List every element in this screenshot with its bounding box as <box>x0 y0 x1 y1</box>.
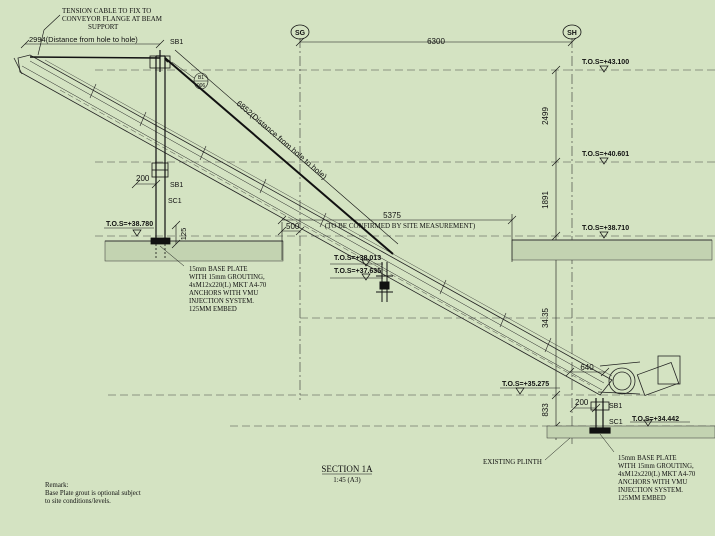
ground-strips <box>104 239 715 439</box>
level-marker-38013: T.O.S=+38.013 <box>330 255 383 267</box>
dim-label-2994: 2994(Distance from hole to hole) <box>29 35 138 44</box>
dim-label-2499: 2499 <box>541 107 550 125</box>
base-right-line-2: WITH 15mm GROUTING, <box>618 463 694 470</box>
base-left-line-4: ANCHORS WITH VMU <box>189 290 258 297</box>
remark-block: Remark: Base Plate grout is optional sub… <box>45 482 142 505</box>
dim-label-640: 640 <box>580 363 594 372</box>
tension-leader <box>37 14 61 56</box>
dim-label-125: 125 <box>179 228 188 241</box>
base-left-line-5: INJECTION SYSTEM. <box>189 298 254 305</box>
member-sb1-right: SB1 <box>609 403 622 410</box>
ground-strip-edges <box>105 239 712 242</box>
detail-tag-bottom: 006 <box>197 83 206 89</box>
dim-500 <box>277 222 305 260</box>
level-label-40601: T.O.S=+40.601 <box>582 151 629 158</box>
right-column <box>589 398 611 434</box>
level-label-38780: T.O.S=+38.780 <box>106 221 153 228</box>
tension-note: TENSION CABLE TO FIX TO CONVEYOR FLANGE … <box>62 7 164 31</box>
level-label-37635: T.O.S=+37.635 <box>334 268 381 275</box>
base-right-line-6: 125MM EMBED <box>618 495 666 502</box>
dim-label-200-bottom: 200 <box>575 398 589 407</box>
tension-note-line-1: TENSION CABLE TO FIX TO <box>62 7 151 15</box>
level-marker-37635: T.O.S=+37.635 <box>330 268 383 281</box>
tension-note-line-3: SUPPORT <box>88 23 119 31</box>
remark-line-2: to site conditions/levels. <box>45 498 111 505</box>
section-scale: 1:45 (A3) <box>333 476 361 484</box>
level-marker-40601: T.O.S=+40.601 <box>582 151 629 165</box>
plinth-leader <box>544 437 571 461</box>
base-note-right-leader <box>599 433 615 453</box>
base-right-line-3: 4xM12x220(L) MKT A4-70 <box>618 471 696 478</box>
base-right-line-1: 15mm BASE PLATE <box>618 455 677 462</box>
dim-5375 <box>277 214 517 262</box>
grid-bubble-sg: SG <box>290 24 310 40</box>
remark-heading: Remark: <box>45 482 69 489</box>
base-note-left: 15mm BASE PLATE WITH 15mm GROUTING, 4xM1… <box>189 266 268 313</box>
level-marker-43100: T.O.S=+43.100 <box>582 59 629 73</box>
remark-line-1: Base Plate grout is optional subject <box>45 490 141 497</box>
level-label-34442: T.O.S=+34.442 <box>632 416 679 423</box>
left-base-plate <box>150 237 171 258</box>
level-marker-34442: T.O.S=+34.442 <box>630 416 690 427</box>
member-sb1-top: SB1 <box>170 39 183 46</box>
dim-2994 <box>20 39 165 49</box>
level-marker-38780: T.O.S=+38.780 <box>104 221 154 237</box>
detail-tag-top: B1 <box>198 75 204 81</box>
member-sc1-left: SC1 <box>168 198 182 205</box>
dim-label-500: 500 <box>286 222 300 231</box>
dim-6300 <box>295 37 577 47</box>
level-label-35275: T.O.S=+35.275 <box>502 381 549 388</box>
dim-200-top <box>131 179 161 189</box>
base-left-line-6: 125MM EMBED <box>189 306 237 313</box>
base-note-right: 15mm BASE PLATE WITH 15mm GROUTING, 4xM1… <box>618 455 697 502</box>
base-left-line-3: 4xM12x220(L) MKT A4-70 <box>189 282 267 289</box>
level-lines <box>95 69 715 427</box>
dim-label-833: 833 <box>541 403 550 417</box>
conveyor-stiffeners <box>89 83 552 353</box>
dim-label-3435: 34.35 <box>541 307 550 328</box>
grid-label-sg: SG <box>295 30 306 37</box>
level-label-43100: T.O.S=+43.100 <box>582 59 629 66</box>
base-right-line-4: ANCHORS WITH VMU <box>618 479 687 486</box>
dim-label-5375: 5375 <box>383 211 401 220</box>
dim-6852 <box>174 49 399 245</box>
grid-label-sh: SH <box>567 30 577 37</box>
base-right-line-5: INJECTION SYSTEM. <box>618 487 683 494</box>
dim-label-6852: 6852(Distance from hole to hole) <box>235 99 329 182</box>
dim-label-1891: 1891 <box>541 191 550 209</box>
mid-support-bracket <box>376 262 393 302</box>
tension-cable <box>29 56 394 255</box>
dim-label-6300: 6300 <box>427 37 445 46</box>
plinth-label: EXISTING PLINTH <box>483 458 542 466</box>
level-marker-35275: T.O.S=+35.275 <box>500 381 560 395</box>
confirm-note: (TO BE CONFIRMED BY SITE MEASUREMENT) <box>325 222 476 230</box>
base-left-line-2: WITH 15mm GROUTING, <box>189 274 265 281</box>
dim-label-200-top: 200 <box>136 174 150 183</box>
level-label-38710: T.O.S=+38.710 <box>582 225 629 232</box>
detail-tag: B1 006 <box>171 61 209 90</box>
dim-125 <box>171 220 181 249</box>
level-label-38013: T.O.S=+38.013 <box>334 255 381 262</box>
conveyor-incline <box>13 54 613 396</box>
dim-200-bottom <box>569 403 601 413</box>
base-note-left-leader <box>159 245 185 267</box>
member-sc1-right: SC1 <box>609 419 623 426</box>
level-marker-38710: T.O.S=+38.710 <box>582 225 629 239</box>
tension-note-line-2: CONVEYOR FLANGE AT BEAM <box>62 15 163 23</box>
left-beam-sb1-mid <box>151 162 169 178</box>
member-sb1-mid: SB1 <box>170 182 183 189</box>
base-left-line-1: 15mm BASE PLATE <box>189 266 248 273</box>
grid-bubble-sh: SH <box>562 24 582 40</box>
section-title: SECTION 1A <box>321 464 373 474</box>
head-pulley <box>597 355 681 397</box>
dim-640 <box>565 367 610 377</box>
